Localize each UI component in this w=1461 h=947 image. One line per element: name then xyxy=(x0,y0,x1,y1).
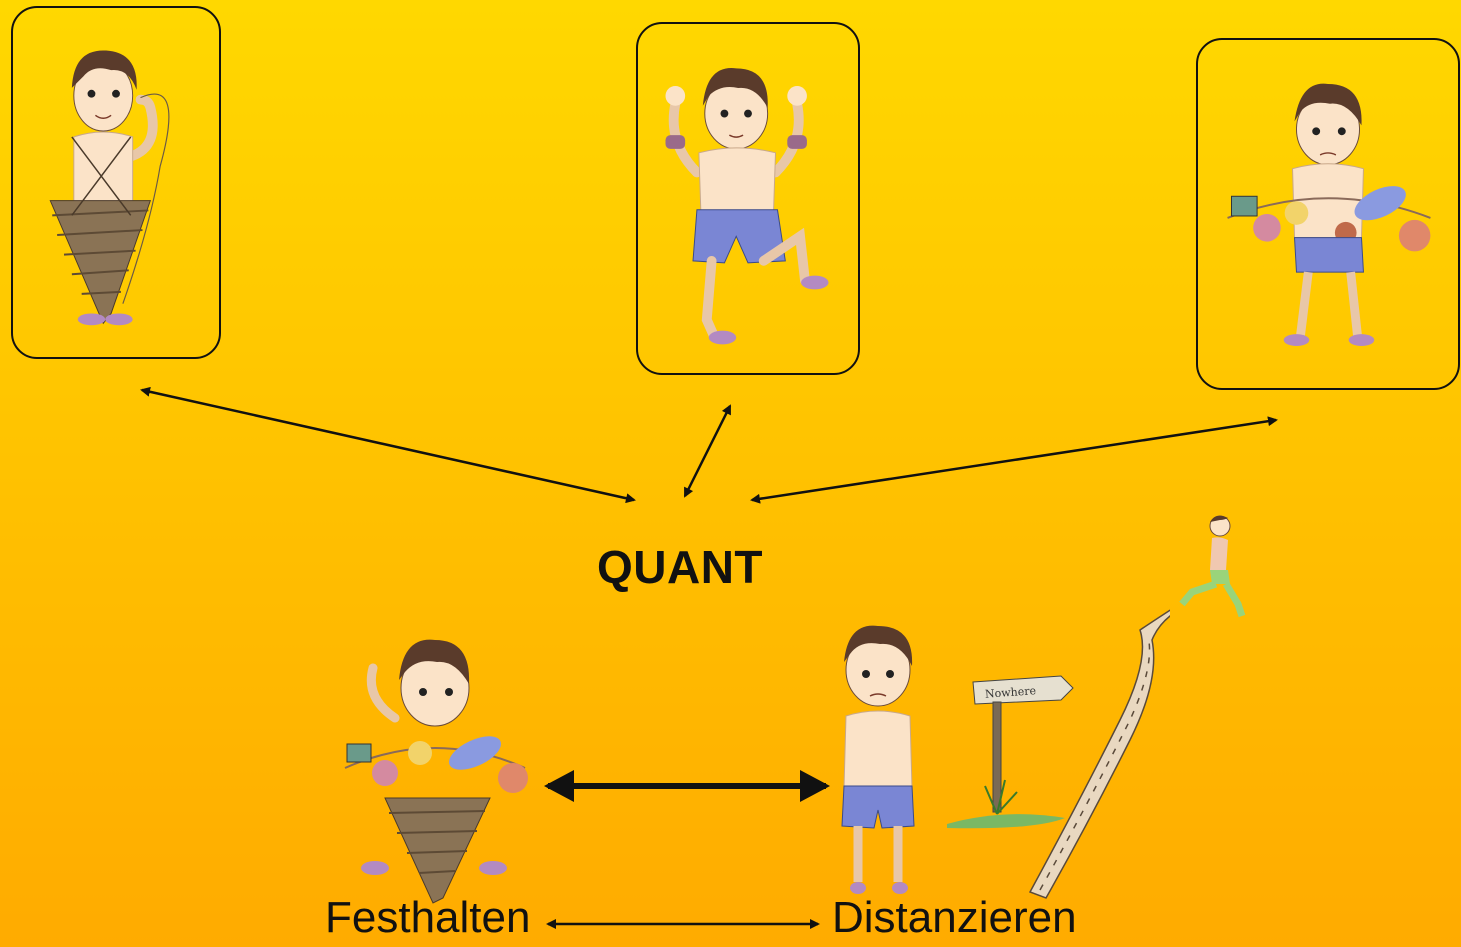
quant-label: QUANT xyxy=(560,540,800,594)
road-illustration xyxy=(1020,600,1170,900)
boy-carrying-things-illustration xyxy=(1198,40,1458,388)
boy-blocking-illustration xyxy=(638,24,858,373)
label-festhalten: Festhalten xyxy=(325,896,530,940)
boy-overloaded-illustration xyxy=(325,618,545,908)
card-boy-carrying-things xyxy=(1196,38,1460,390)
boy-overloaded-figure xyxy=(325,618,545,908)
boy-standing-figure xyxy=(828,620,928,900)
road-figure xyxy=(1020,600,1170,900)
boy-standing-illustration xyxy=(828,620,928,900)
running-boy-illustration xyxy=(1172,512,1252,622)
arrow-quant-to-center-card xyxy=(685,406,730,496)
card-boy-wrapped xyxy=(11,6,221,359)
running-boy-figure xyxy=(1172,512,1252,622)
label-distanzieren: Distanzieren xyxy=(832,896,1077,940)
arrow-quant-to-left-card xyxy=(142,390,634,500)
arrow-quant-to-right-card xyxy=(752,420,1276,500)
card-boy-blocking xyxy=(636,22,860,375)
boy-wrapped-illustration xyxy=(13,8,219,357)
